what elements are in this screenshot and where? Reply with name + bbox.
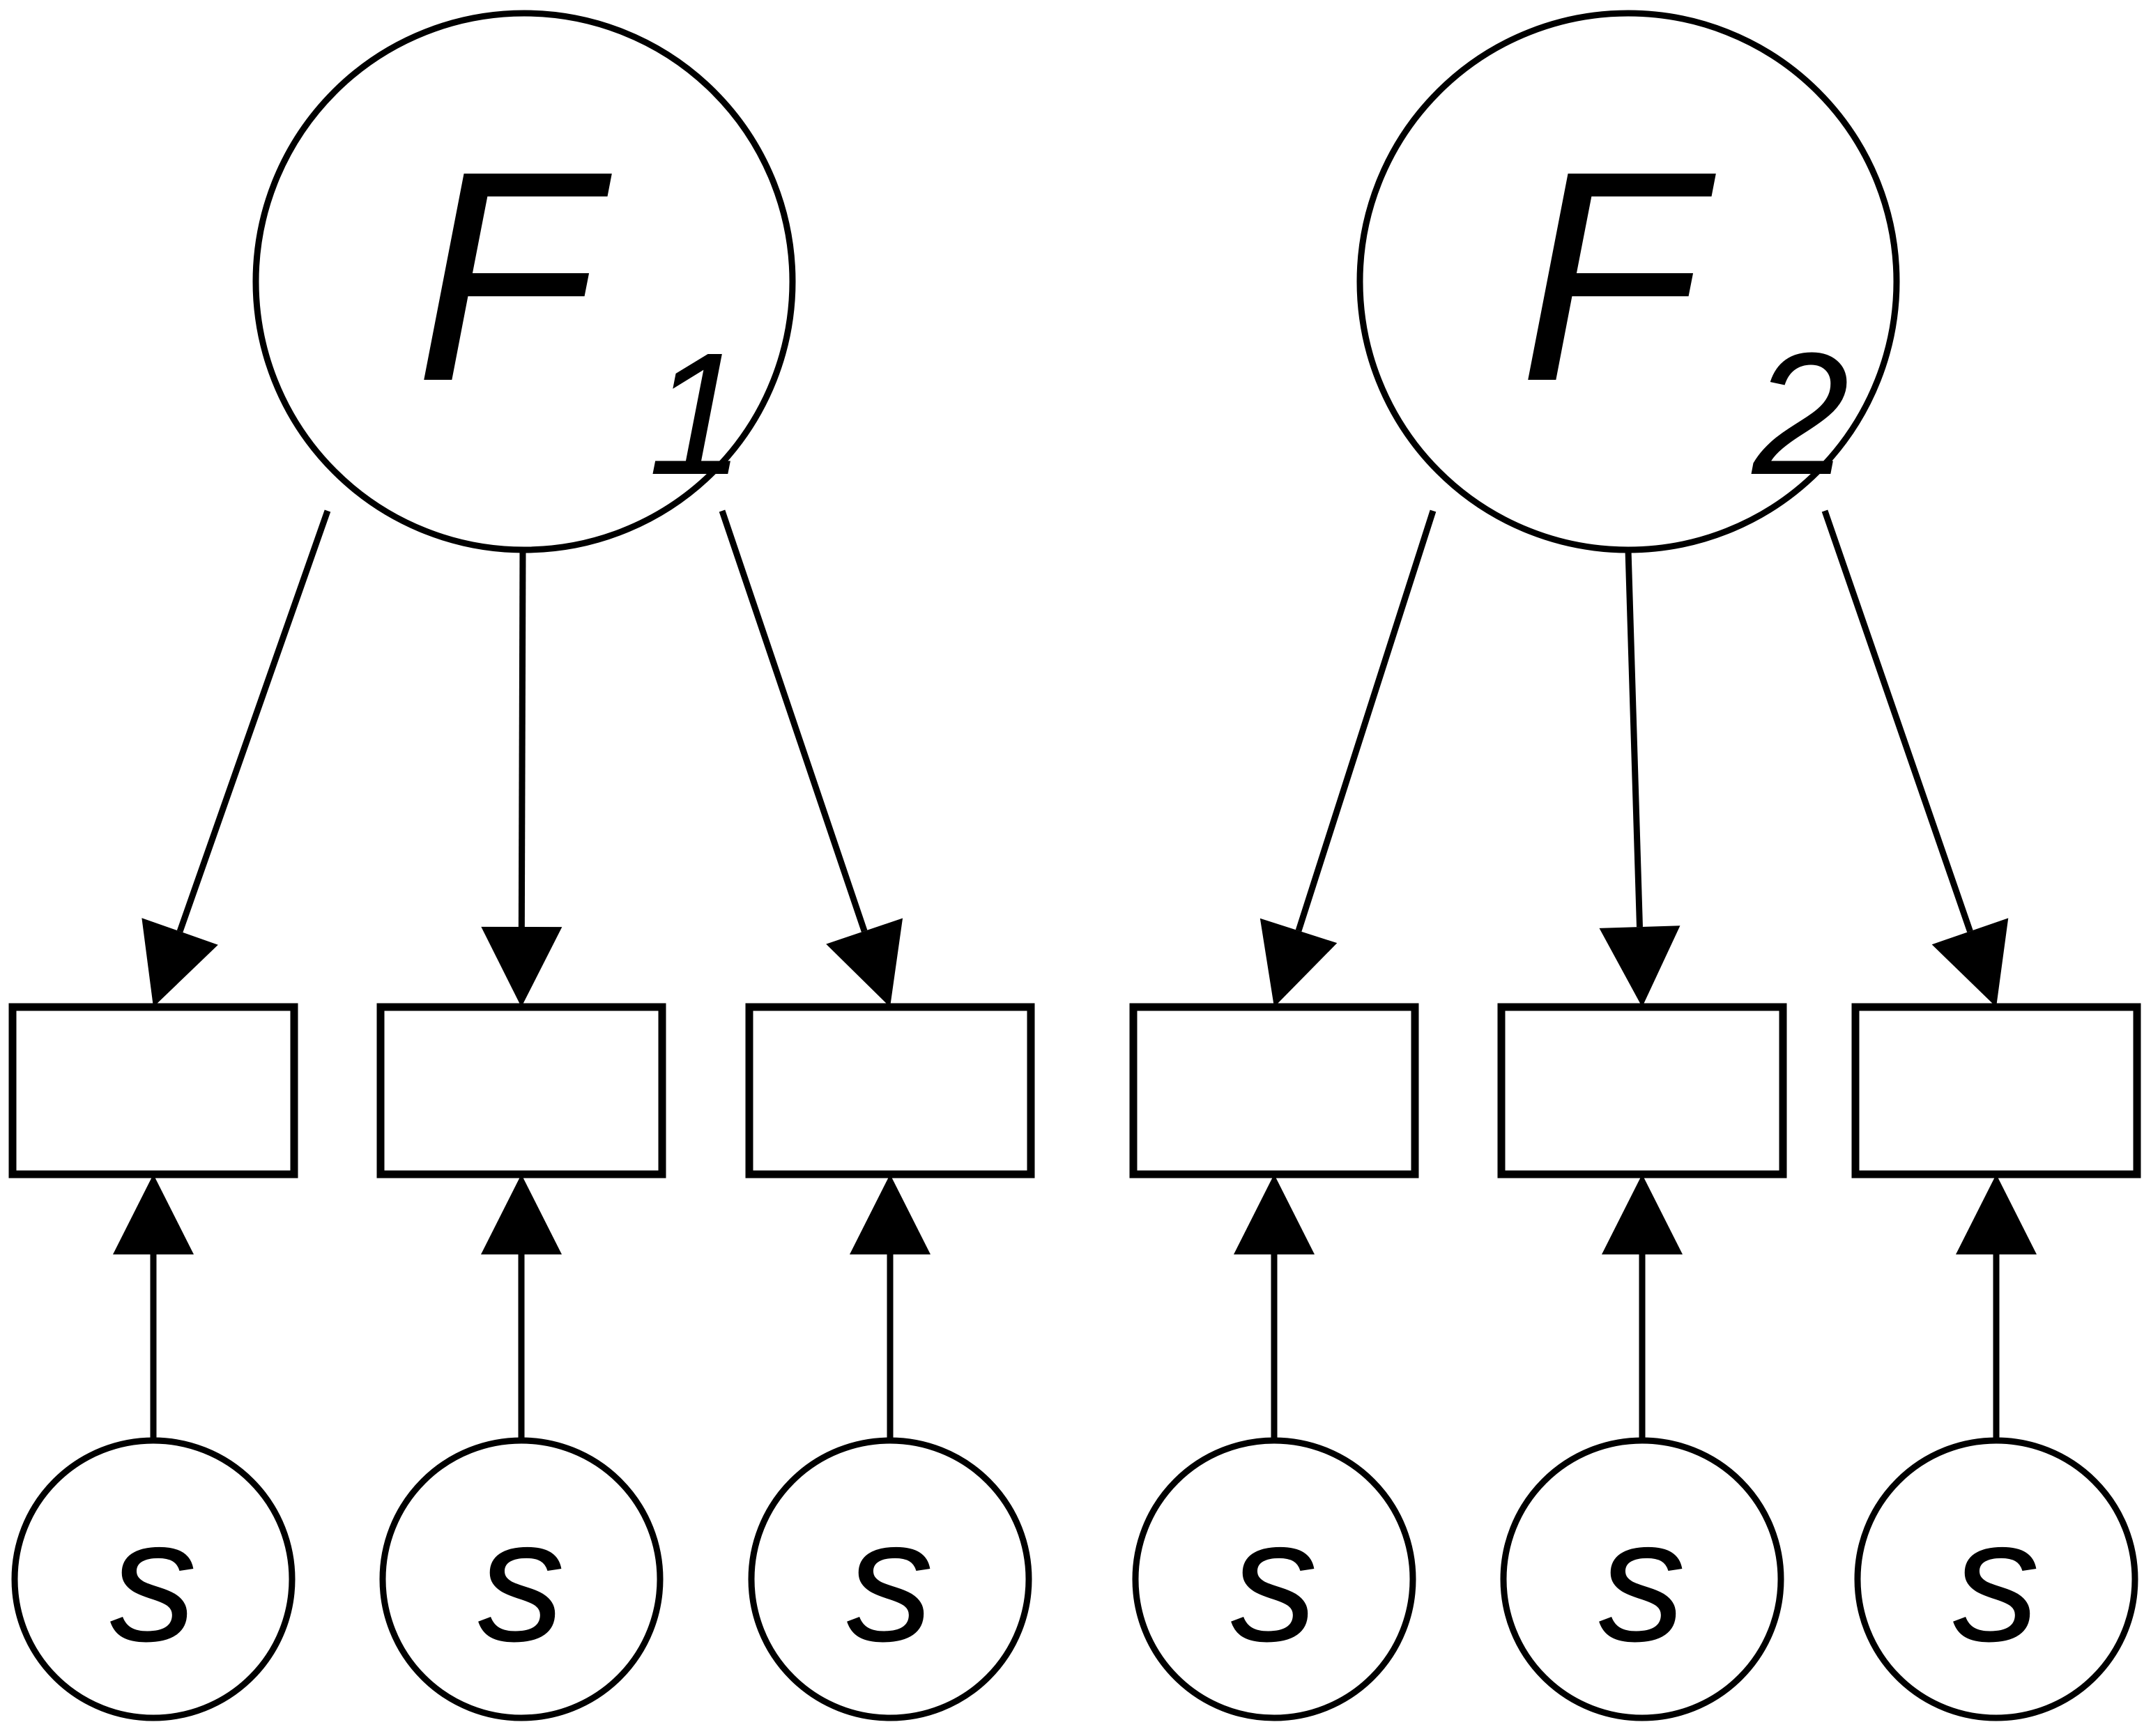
residual-label-s2: s [478,1483,565,1677]
residual-node-s6[interactable]: s [1854,1437,2138,1721]
factor-subscript-f2: 2 [1751,316,1849,511]
loading-edge-F1-to-X3-arrowhead-icon [826,918,903,1007]
residual-circle-s6 [1854,1437,2138,1721]
residual-label-s5: s [1599,1483,1686,1677]
loading-edge-F1-to-X3 [719,509,903,1007]
loading-edge-F2-to-X6 [1821,509,2009,1007]
indicator-box-x6[interactable] [1851,1003,2141,1178]
loading-edge-F1-to-X2-line [518,549,526,928]
loading-edge-F1-to-X3-line [719,509,868,932]
residual-node-s2[interactable]: s [379,1437,664,1721]
residual-circle-s1 [11,1437,296,1721]
factor-label-f2: F [1519,109,1720,444]
residual-edge-S3-to-X3-arrowhead-icon [850,1174,931,1254]
residual-edge-S6-to-X6-arrowhead-icon [1956,1174,2037,1254]
indicator-box-x4[interactable] [1129,1003,1419,1178]
loading-edge-F2-to-X5 [1599,549,1680,1007]
residual-label-s4: s [1231,1483,1318,1677]
residual-node-s3[interactable]: s [748,1437,1032,1721]
loading-edge-F2-to-X5-arrowhead-icon [1599,925,1680,1007]
residual-edge-S4-to-X4 [1234,1174,1315,1441]
residual-label-s1: s [110,1483,197,1677]
residual-node-s4[interactable]: s [1132,1437,1416,1721]
indicator-boxes [8,1003,2141,1178]
factor-label-f1: F [415,109,616,444]
factor-circle-f2 [1356,10,1900,553]
loading-edge-F2-to-X4-line [1295,509,1437,932]
loading-edge-F1-to-X2 [481,549,562,1007]
residual-edge-S1-to-X1-arrowhead-icon [113,1174,194,1254]
residual-circle-s2 [379,1437,664,1721]
loading-edge-F1-to-X2-arrowhead-icon [481,926,562,1007]
residual-edge-S6-to-X6 [1956,1174,2037,1441]
loading-edge-F1-to-X1 [141,509,331,1007]
residual-label-s3: s [847,1483,934,1677]
residual-edge-S2-to-X2 [481,1174,562,1441]
loading-edge-F2-to-X6-arrowhead-icon [1931,918,2009,1007]
residual-edges [113,1174,2037,1441]
residual-circle-s5 [1500,1437,1784,1721]
indicator-box-x2[interactable] [376,1003,666,1178]
residual-edge-S3-to-X3 [850,1174,931,1441]
loading-edge-F1-to-X1-arrowhead-icon [141,918,218,1007]
residual-edge-S1-to-X1 [113,1174,194,1441]
residual-circle-s3 [748,1437,1032,1721]
loading-edge-F2-to-X4-arrowhead-icon [1259,918,1338,1007]
factor-subscript-f1: 1 [648,316,745,511]
residual-edge-S4-to-X4-arrowhead-icon [1234,1174,1315,1254]
residual-node-s1[interactable]: s [11,1437,296,1721]
indicator-box-x5[interactable] [1497,1003,1787,1178]
factor-loading-edges [141,509,2009,1007]
indicator-box-x3[interactable] [745,1003,1035,1178]
residual-node-s5[interactable]: s [1500,1437,1784,1721]
residual-edge-S5-to-X5-arrowhead-icon [1602,1174,1683,1254]
loading-edge-F1-to-X1-line [176,509,331,932]
indicator-box-x1[interactable] [8,1003,298,1178]
loading-edge-F2-to-X6-line [1821,509,1973,932]
loading-edge-F2-to-X4 [1259,509,1437,1007]
residual-edge-S5-to-X5 [1602,1174,1683,1441]
factor-circle-f1 [252,10,796,553]
residual-circle-s4 [1132,1437,1416,1721]
residual-label-s6: s [1953,1483,2040,1677]
residual-edge-S2-to-X2-arrowhead-icon [481,1174,562,1254]
loading-edge-F2-to-X5-line [1625,549,1643,928]
